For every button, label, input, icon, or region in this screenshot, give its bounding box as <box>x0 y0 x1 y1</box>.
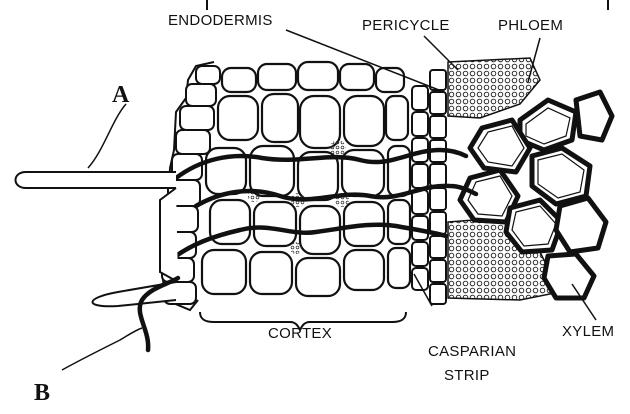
root-hair-a <box>16 172 179 282</box>
label-endodermis: ENDODERMIS <box>168 12 273 29</box>
label-xylem: XYLEM <box>562 323 614 340</box>
label-cortex: CORTEX <box>268 325 332 342</box>
label-casparian-strip-line1: CASPARIAN <box>428 343 516 360</box>
cortex-cells <box>202 62 410 296</box>
label-pericycle: PERICYCLE <box>362 17 450 34</box>
label-b: B <box>34 380 50 406</box>
top-border-marks <box>207 0 608 10</box>
label-a: A <box>112 82 130 108</box>
label-phloem: PHLOEM <box>498 17 563 34</box>
label-casparian-strip-line2: STRIP <box>444 367 490 384</box>
